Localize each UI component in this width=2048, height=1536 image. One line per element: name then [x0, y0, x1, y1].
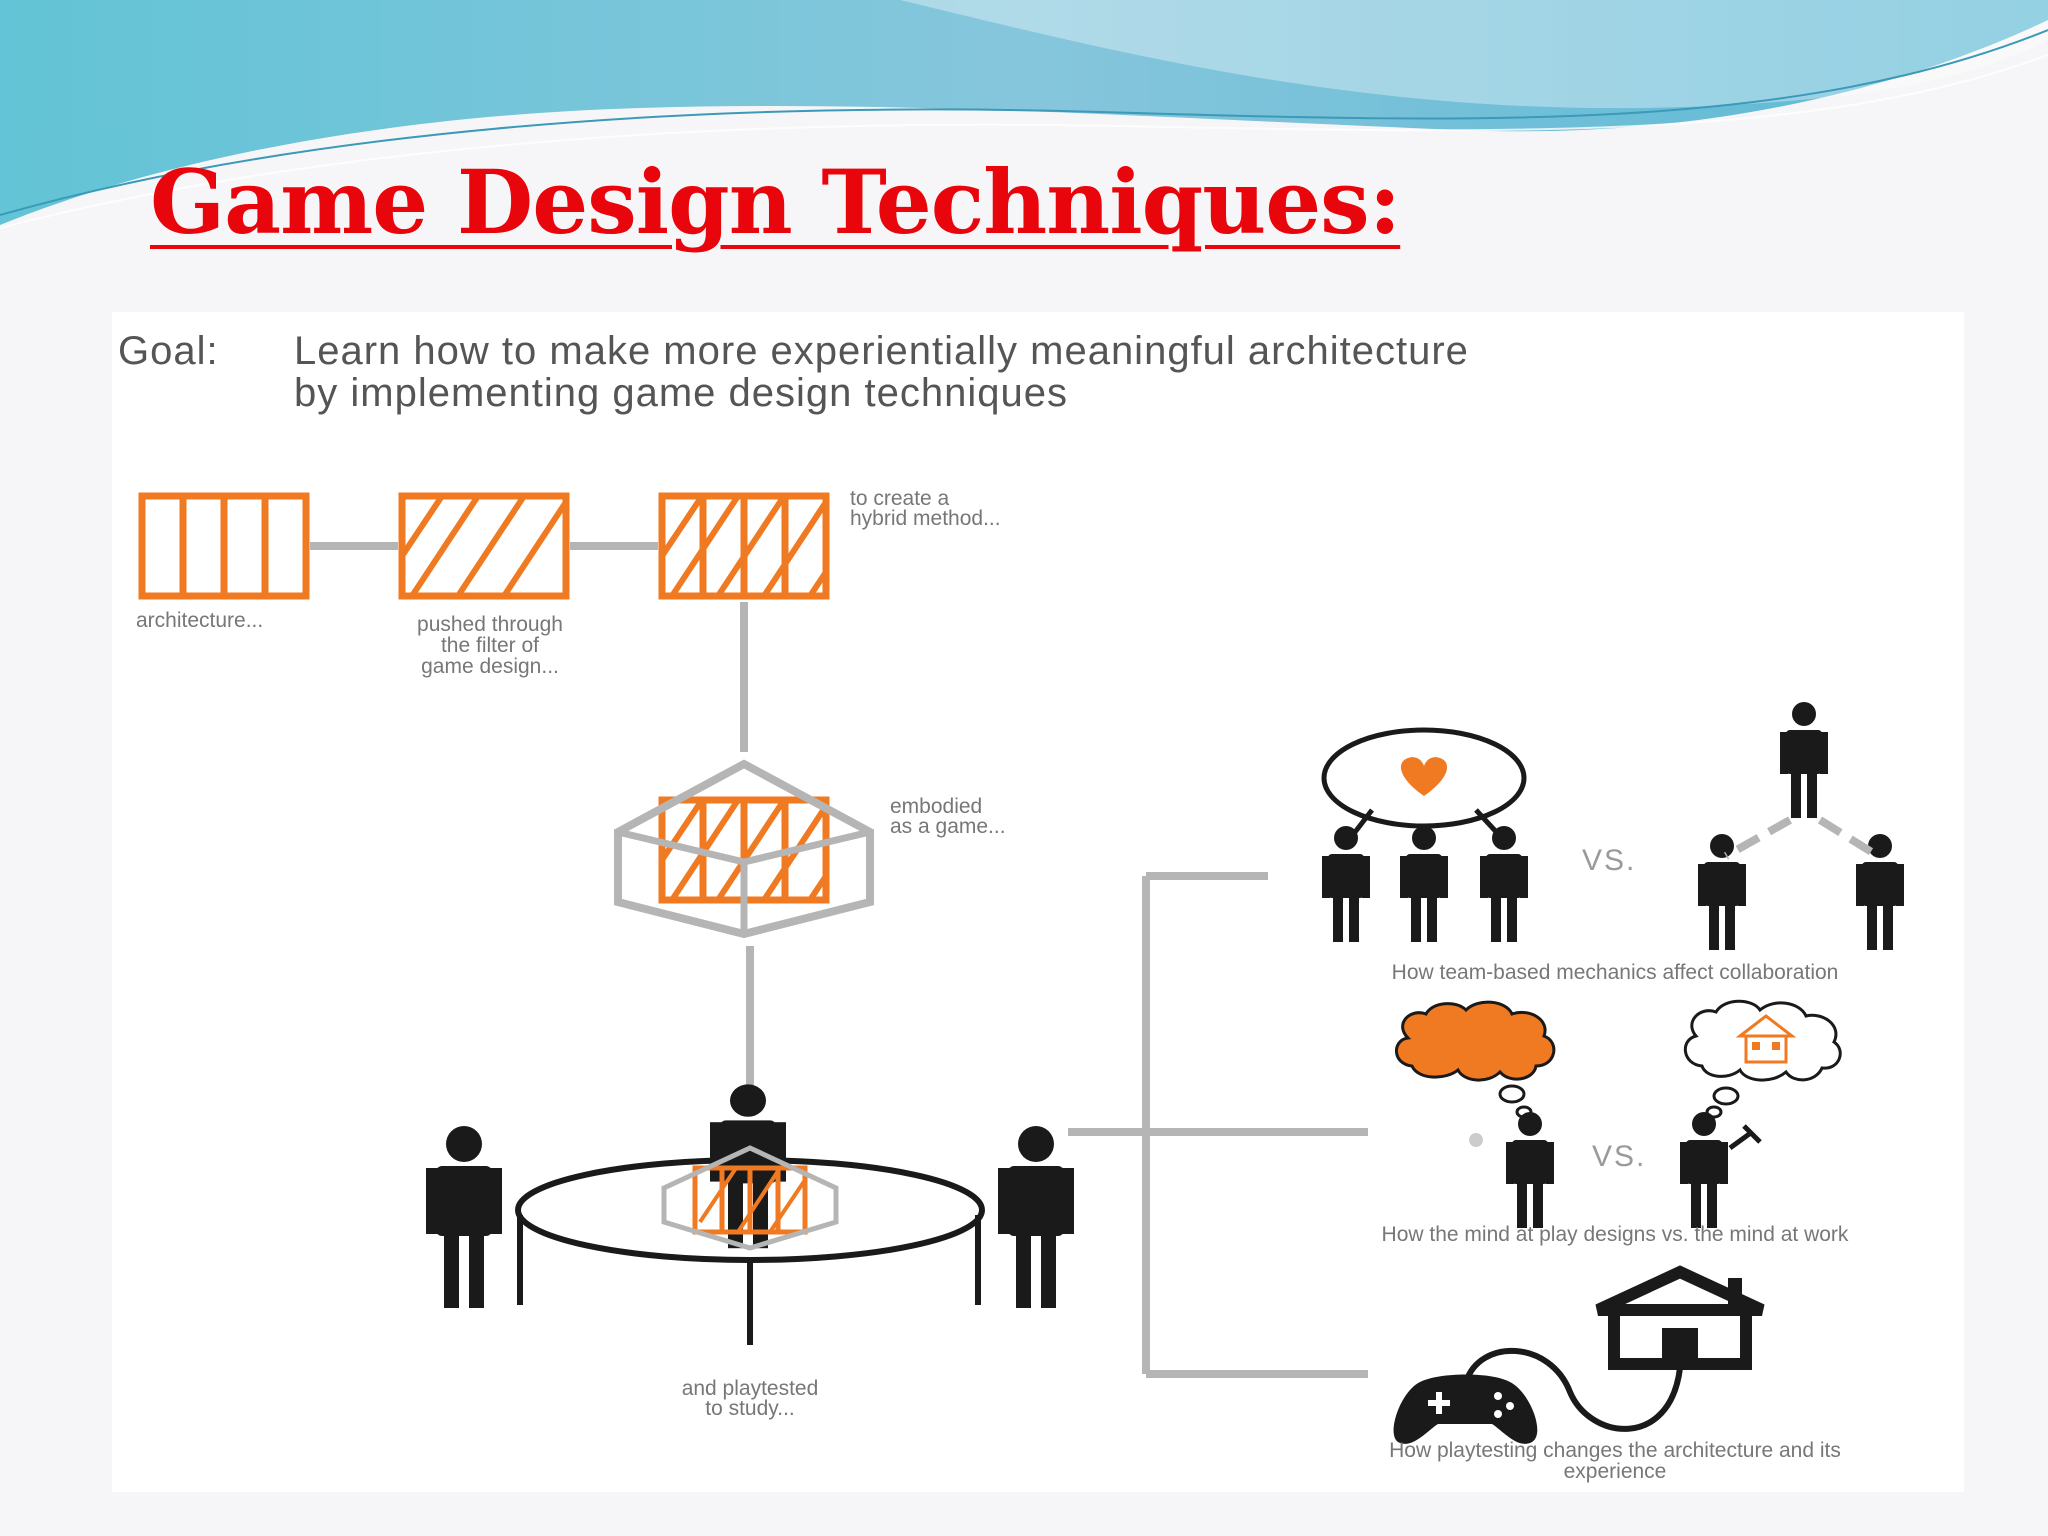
- person-icon: [1480, 826, 1528, 942]
- vs-label: VS.: [1582, 844, 1637, 877]
- house-icon: [1735, 1014, 1797, 1064]
- goal-text-line-2: by implementing game design techniques: [294, 371, 1068, 415]
- person-icon: [1400, 826, 1448, 942]
- diagonal-pattern-icon: [398, 492, 570, 600]
- gamepad-icon: [1393, 1374, 1538, 1444]
- caption-filter-line-2: the filter of: [440, 634, 540, 657]
- thought-bubble-icon: [1684, 999, 1842, 1119]
- caption-filter-line-1: pushed through: [417, 613, 563, 636]
- heart-icon: [1400, 757, 1448, 796]
- process-step-architecture: [138, 492, 310, 600]
- thought-bubble-icon: [1395, 1000, 1556, 1119]
- cube-icon: [614, 759, 874, 939]
- hybrid-pattern-icon: [662, 496, 826, 596]
- person-icon: [1506, 1112, 1554, 1228]
- goal-text-line-1: Learn how to make more experientially me…: [294, 329, 1469, 373]
- vs-label: VS.: [1592, 1140, 1647, 1173]
- cube-icon: [661, 1145, 839, 1251]
- header-wave: [0, 0, 2048, 229]
- caption-playtest-line-1: and playtested: [681, 1377, 819, 1400]
- caption-filter-line-3: game design...: [421, 655, 559, 678]
- playtest-scene: [426, 1084, 1074, 1345]
- caption-playtesting-line-2: experience: [1563, 1460, 1667, 1483]
- grid-pattern-icon: [138, 492, 310, 600]
- study-bracket: [1068, 872, 1368, 1378]
- person-icon: [426, 1126, 502, 1308]
- person-icon: [1322, 826, 1370, 942]
- process-step-hybrid: [662, 496, 826, 596]
- caption-mind-play-work: How the mind at play designs vs. the min…: [1381, 1223, 1849, 1246]
- process-step-filter: [398, 492, 570, 600]
- caption-playtesting-line-1: How playtesting changes the architecture…: [1389, 1439, 1841, 1462]
- house-icon: [1595, 1265, 1765, 1370]
- caption-architecture: architecture...: [136, 609, 264, 632]
- study-mind-play-work: [1395, 999, 1842, 1228]
- slide-title: Game Design Techniques:: [150, 150, 1401, 254]
- caption-hybrid-line-1: to create a: [850, 487, 950, 510]
- person-icon: [1680, 1112, 1728, 1228]
- ball-icon: [1469, 1133, 1483, 1147]
- hammer-icon: [1728, 1124, 1762, 1151]
- caption-embodied-line-1: embodied: [890, 795, 983, 818]
- goal-label: Goal:: [118, 329, 219, 373]
- figure-panel: [112, 312, 1964, 1492]
- person-icon: [1780, 702, 1828, 818]
- study-playtesting: [1393, 1265, 1765, 1444]
- caption-hybrid-line-2: hybrid method...: [850, 507, 1001, 530]
- caption-playtest-line-2: to study...: [705, 1397, 795, 1420]
- caption-team-mechanics: How team-based mechanics affect collabor…: [1391, 961, 1839, 984]
- person-icon: [1698, 834, 1746, 950]
- caption-embodied-line-2: as a game...: [890, 815, 1006, 838]
- study-team-mechanics: [1321, 702, 1904, 950]
- person-icon: [998, 1126, 1074, 1308]
